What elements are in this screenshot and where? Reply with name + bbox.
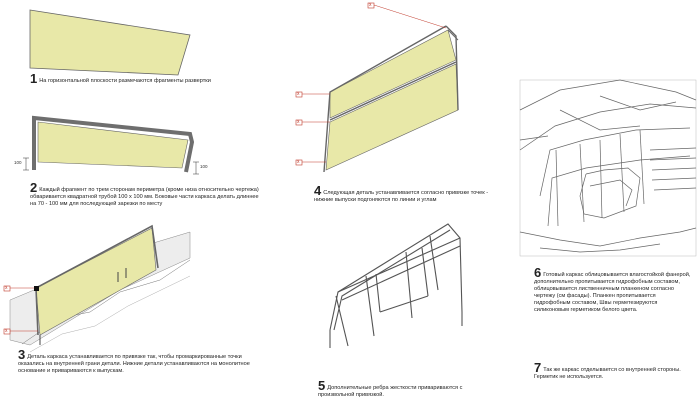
- marker-label: x: [297, 119, 300, 125]
- step5-frame-ribs: [329, 223, 463, 348]
- step3-marker-2: [3, 328, 11, 335]
- marker-label: x: [369, 2, 372, 8]
- step-text: Следующая деталь устанавливается согласн…: [314, 190, 489, 203]
- step-number: 4: [314, 183, 322, 198]
- step-text: Дополнительные ребра жесткости приварива…: [318, 385, 463, 398]
- step4-marker-3: [295, 159, 303, 166]
- step-number: 1: [30, 71, 38, 86]
- step6-clad-sketch: [519, 79, 697, 257]
- step4-two-panels: [295, 2, 459, 173]
- step4-marker-2: [295, 119, 303, 126]
- step-text: Каждый фрагмент по трем сторонам перимет…: [30, 187, 259, 207]
- marker-label: x: [5, 328, 8, 334]
- step-text: Деталь каркаса устанавливается по привяз…: [18, 354, 250, 374]
- step-number: 7: [534, 360, 542, 375]
- step-number: 6: [534, 265, 542, 280]
- marker-label: x: [5, 285, 8, 291]
- dimension-label-left: 100: [14, 160, 22, 165]
- step-number: 3: [18, 347, 26, 362]
- step-number: 2: [30, 180, 38, 195]
- step2-framed-panel: [23, 115, 199, 175]
- step-text: Так же каркас отделывается со внутренней…: [534, 367, 681, 380]
- step4-marker-top: [367, 2, 375, 9]
- step-number: 5: [318, 378, 326, 393]
- marker-label: x: [297, 91, 300, 97]
- step-text: Готовый каркас облицовывается влагостойк…: [534, 272, 691, 313]
- step3-installed-panel: [3, 224, 191, 353]
- marker-label: x: [297, 159, 300, 165]
- step3-marker-1: [3, 285, 11, 292]
- step1-panel: [29, 9, 191, 76]
- dimension-label-right: 100: [200, 164, 208, 169]
- step-text: На горизонтальной плоскости размечаются …: [39, 78, 211, 84]
- step4-marker-1: [295, 91, 303, 98]
